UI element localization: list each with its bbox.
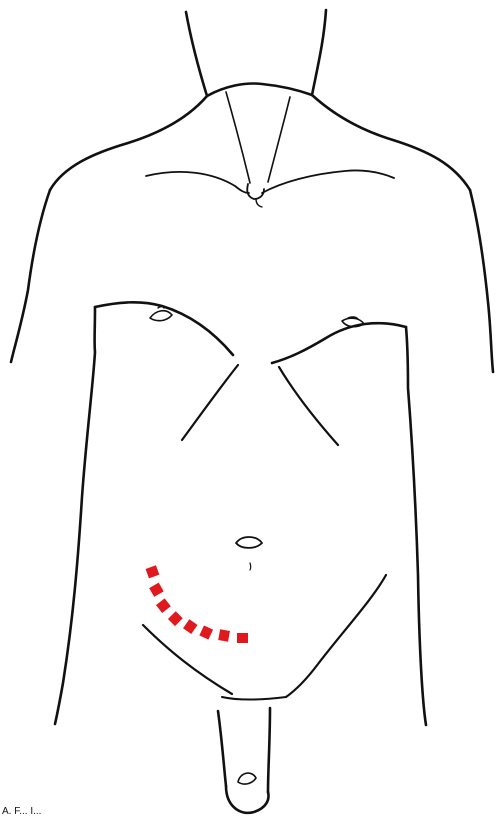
incision-dash (237, 633, 248, 643)
nipple-left (150, 311, 172, 321)
arm-right-outer (470, 190, 493, 372)
navel-mark (250, 563, 251, 570)
clavicle-left (146, 172, 249, 193)
ribcage-left (182, 365, 238, 440)
incision-dash (149, 583, 164, 597)
inguinal-left (143, 625, 232, 694)
incision-dash (156, 598, 171, 613)
navel (236, 537, 262, 548)
incision-dash (168, 611, 183, 626)
arm-left-inner (55, 307, 95, 724)
genital-left-side (218, 711, 226, 786)
genital-right-side (268, 708, 270, 792)
figure-caption: A. F... I... (2, 806, 41, 818)
genital-detail (238, 773, 256, 784)
nipple-left-mark (158, 307, 164, 309)
sternal-notch (247, 184, 264, 199)
pubic-line (222, 697, 286, 700)
neck-left-line (186, 12, 207, 96)
chin-line (207, 84, 312, 97)
arm-left-outer (11, 190, 50, 362)
body-outline (11, 10, 493, 813)
arm-right-inner (406, 327, 426, 725)
ribcage-right (279, 367, 338, 445)
incision-dash (146, 565, 160, 578)
incision-dash (199, 625, 213, 639)
sternum-mark (256, 199, 262, 207)
trapezius-left (50, 96, 207, 190)
neck-right-line (312, 10, 326, 95)
clavicle-right (262, 170, 394, 193)
neck-muscle-left (226, 92, 250, 183)
trapezius-right (312, 95, 470, 190)
neck-muscle-right (268, 97, 290, 182)
genital-base (226, 786, 268, 813)
pectoral-right (272, 323, 406, 363)
incision-dash (218, 629, 230, 642)
inguinal-right (286, 575, 386, 697)
incision-dash (183, 619, 198, 634)
incision-marker (146, 565, 248, 643)
